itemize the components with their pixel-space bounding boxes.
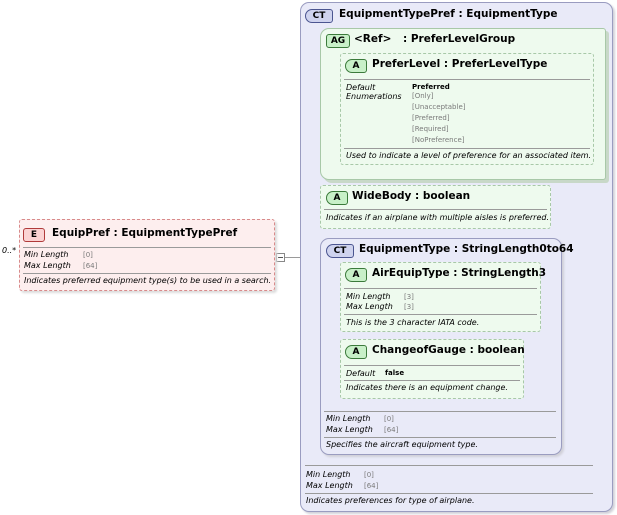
equipmenttype-title: EquipmentType : StringLength0to64 [359, 243, 574, 255]
enumeration-item: [NoPreference] [412, 136, 465, 144]
equipmenttype-min-length-label: Min Length [326, 414, 371, 423]
airequiptype-min-length-value: [3] [404, 293, 414, 301]
attribute-widebody[interactable]: A WideBody : boolean Indicates if an air… [320, 185, 551, 229]
ct-min-length-label: Min Length [306, 470, 351, 479]
ag-ref: <Ref> [354, 33, 392, 45]
element-min-length-value: [0] [83, 251, 93, 259]
equipmenttype-tag-icon: CT [326, 244, 354, 258]
element-min-length-label: Min Length [24, 250, 69, 259]
airequiptype-min-length-label: Min Length [346, 292, 391, 301]
equipmenttype-min-length-value: [0] [384, 415, 394, 423]
connector-element-to-ct [284, 257, 300, 258]
changeofgauge-title: ChangeofGauge : boolean [372, 344, 525, 356]
preferlevel-default-label: Default [346, 83, 376, 92]
element-tag-icon: E [23, 228, 45, 242]
changeofgauge-default-value: false [385, 369, 405, 377]
airequiptype-max-length-value: [3] [404, 303, 414, 311]
changeofgauge-description: Indicates there is an equipment change. [346, 383, 508, 392]
airequiptype-max-length-label: Max Length [346, 302, 393, 311]
preferlevel-description: Used to indicate a level of preference f… [346, 151, 592, 160]
attribute-airequiptype[interactable]: A AirEquipType : StringLength3 Min Lengt… [340, 262, 546, 332]
preferlevel-enumerations-label: Enumerations [346, 92, 402, 101]
airequiptype-title: AirEquipType : StringLength3 [372, 267, 547, 279]
attribute-changeofgauge[interactable]: A ChangeofGauge : boolean Default false … [340, 339, 525, 399]
element-description: Indicates preferred equipment type(s) to… [24, 276, 272, 285]
preferlevel-tag-icon: A [345, 59, 367, 73]
changeofgauge-tag-icon: A [345, 345, 367, 359]
ct-description: Indicates preferences for type of airpla… [306, 496, 475, 505]
expand-toggle-icon[interactable] [276, 253, 285, 262]
ct-max-length-value: [64] [364, 482, 379, 490]
attribute-preferlevel[interactable]: A PreferLevel : PreferLevelType Default … [340, 53, 594, 165]
enumeration-item: [Only] [412, 92, 434, 100]
ct-title: EquipmentTypePref : EquipmentType [339, 8, 558, 20]
occurrence-label: 0..* [2, 246, 17, 255]
element-equippref[interactable]: E EquipPref : EquipmentTypePref Min Leng… [19, 219, 275, 291]
equipmenttype-description: Specifies the aircraft equipment type. [326, 440, 478, 449]
widebody-description: Indicates if an airplane with multiple a… [326, 213, 550, 222]
element-title: EquipPref : EquipmentTypePref [52, 227, 238, 239]
airequiptype-tag-icon: A [345, 268, 367, 282]
ag-type: : PreferLevelGroup [403, 33, 516, 45]
changeofgauge-default-label: Default [346, 369, 376, 378]
widebody-tag-icon: A [326, 191, 348, 205]
enumeration-item: [Required] [412, 125, 449, 133]
enumeration-item: [Unacceptable] [412, 103, 466, 111]
ct-min-length-value: [0] [364, 471, 374, 479]
preferlevel-default-value: Preferred [412, 83, 450, 91]
ag-tag-icon: AG [326, 34, 350, 48]
airequiptype-description: This is the 3 character IATA code. [346, 318, 480, 327]
equipmenttype-max-length-label: Max Length [326, 425, 373, 434]
equipmenttype-max-length-value: [64] [384, 426, 399, 434]
preferlevel-title: PreferLevel : PreferLevelType [372, 58, 548, 70]
ct-max-length-label: Max Length [306, 481, 353, 490]
widebody-title: WideBody : boolean [352, 190, 471, 202]
enumeration-item: [Preferred] [412, 114, 450, 122]
element-max-length-value: [64] [83, 262, 98, 270]
ct-tag-icon: CT [305, 9, 333, 23]
element-max-length-label: Max Length [24, 261, 71, 270]
